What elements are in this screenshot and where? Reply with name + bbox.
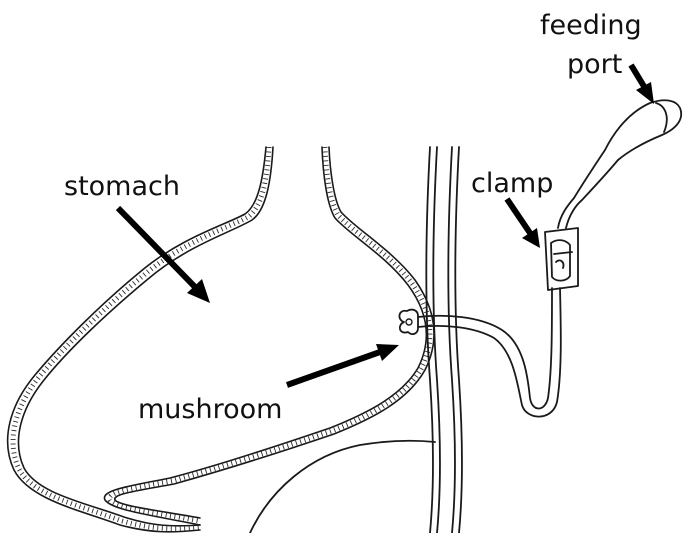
stomach-wall-hatch xyxy=(13,147,430,529)
feeding-port-opening xyxy=(656,103,667,132)
label-feeding: feeding xyxy=(540,10,642,41)
organ-outline xyxy=(250,441,435,533)
clamp-arrow-shaft xyxy=(507,199,530,233)
stomach-wall-outer xyxy=(8,147,427,532)
stomach-wall-inner xyxy=(18,147,434,526)
mushroom-arrow xyxy=(287,344,399,385)
abdominal-wall-line-1 xyxy=(426,147,433,533)
feeding-port-arrow-head xyxy=(636,82,654,104)
abdominal-wall-line-2 xyxy=(433,147,440,533)
feeding-tube-lower-edge xyxy=(418,288,561,417)
feeding-port-arrow-shaft xyxy=(631,65,645,88)
feeding-tube-upper-section xyxy=(558,150,618,228)
feeding-port xyxy=(605,100,681,160)
stomach-wall xyxy=(8,147,434,532)
abdominal-wall-line-3 xyxy=(448,147,455,533)
label-stomach: stomach xyxy=(64,171,180,202)
mushroom-center xyxy=(406,319,412,325)
label-mushroom: mushroom xyxy=(138,394,282,425)
stomach-arrow xyxy=(118,208,210,303)
feeding-port-body xyxy=(605,100,681,160)
mushroom-arrow-shaft xyxy=(287,352,380,385)
stomach-arrow-shaft xyxy=(118,208,196,288)
label-clamp: clamp xyxy=(471,168,553,199)
clamp xyxy=(545,228,578,290)
feeding-port-arrow xyxy=(631,65,654,104)
abdominal-wall-line-4 xyxy=(455,147,462,533)
abdominal-wall xyxy=(426,147,462,533)
mushroom-arrow-head xyxy=(376,344,399,361)
clamp-arrow xyxy=(507,199,540,248)
label-port: port xyxy=(567,49,622,80)
mushroom-bumper xyxy=(399,310,418,334)
mushroom-cap xyxy=(399,310,418,334)
